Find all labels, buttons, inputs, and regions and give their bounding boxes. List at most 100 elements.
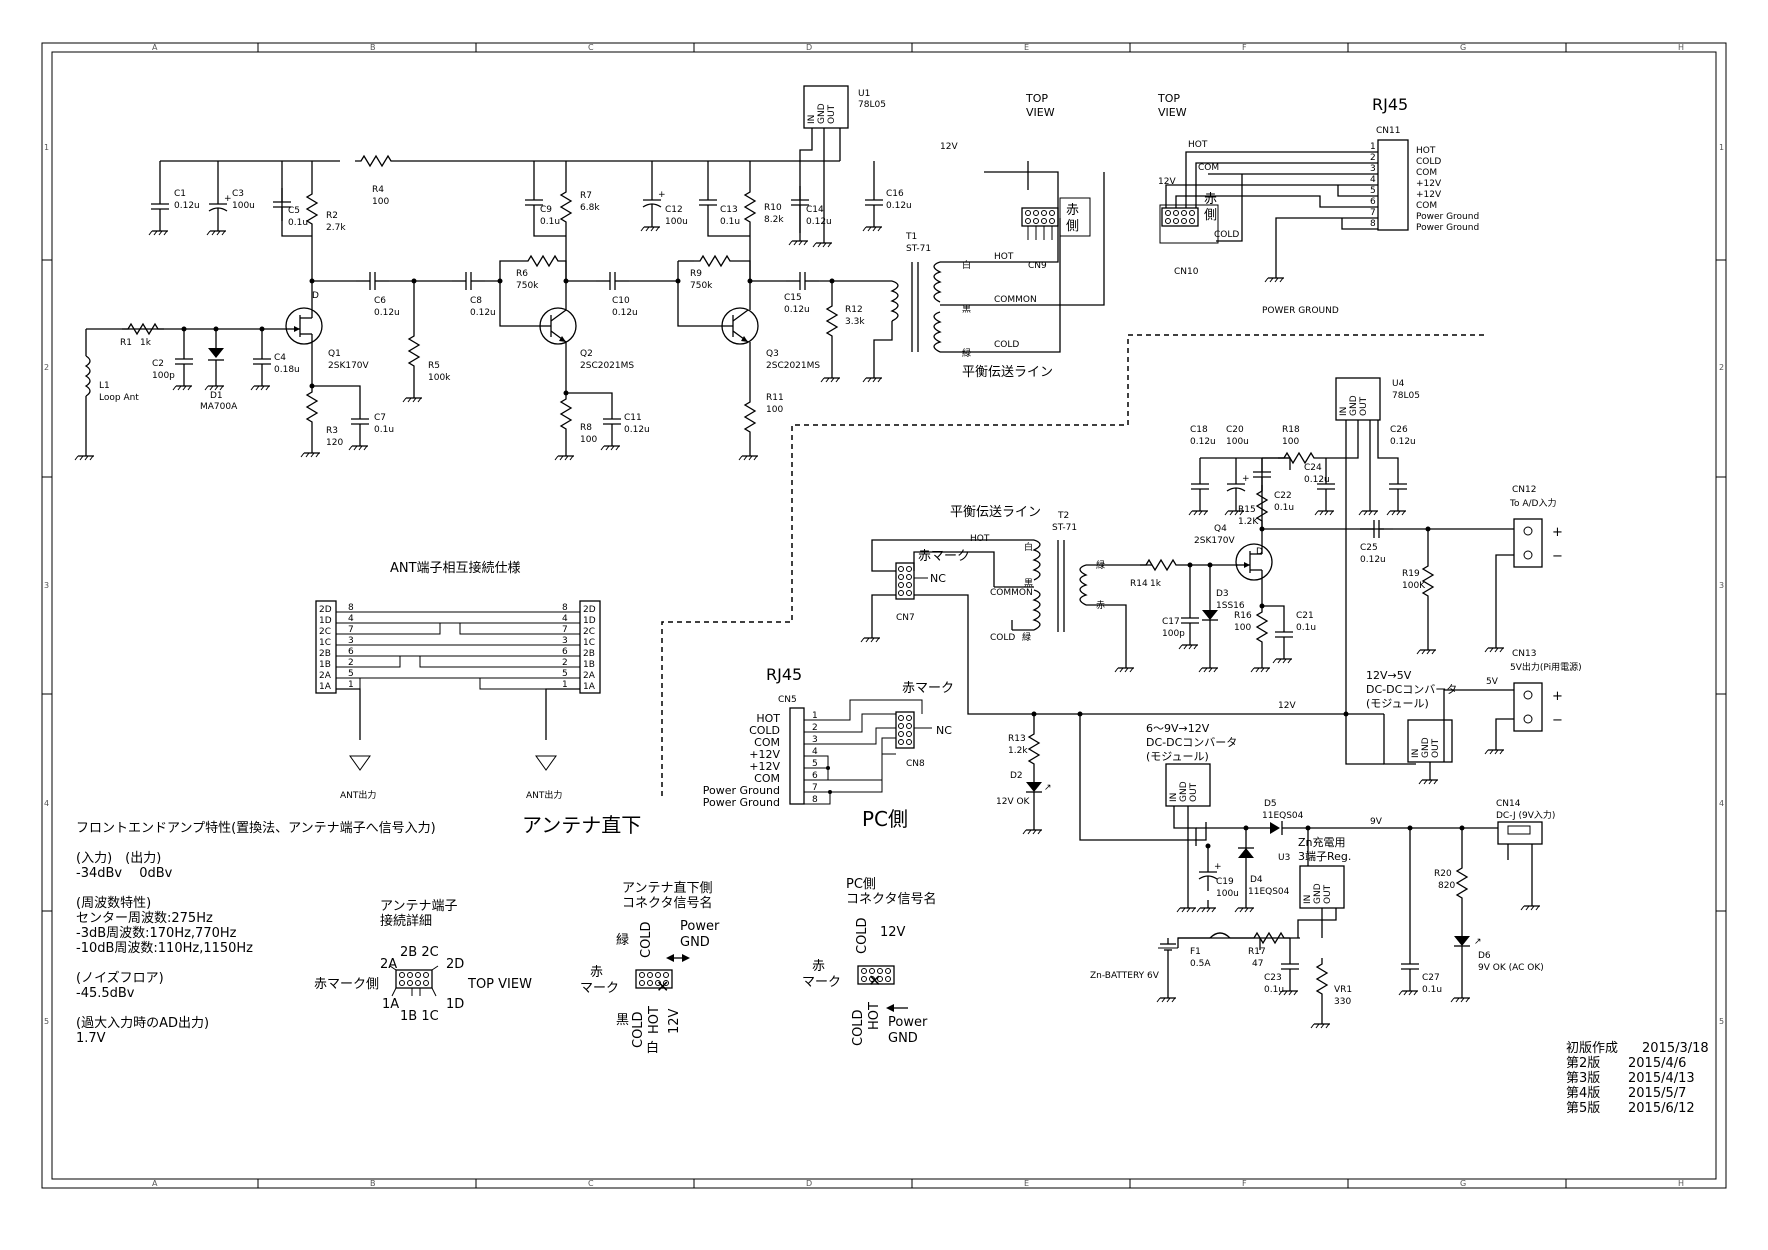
schematic-label: 7 xyxy=(562,625,568,635)
schematic-label: 100u xyxy=(1226,437,1249,447)
schematic-label: 4 xyxy=(812,747,818,757)
row-label: 2 xyxy=(44,363,49,372)
schematic-label: 100p xyxy=(1162,629,1185,639)
schematic-label: COM xyxy=(1416,168,1437,178)
schematic-label: HOT xyxy=(867,1002,882,1030)
schematic-label: U4 xyxy=(1392,379,1405,389)
schematic-label: 2015/4/13 xyxy=(1628,1071,1695,1086)
schematic-label: 1k xyxy=(1150,579,1162,589)
schematic-label: COLD xyxy=(855,917,870,954)
schematic-label: 1A xyxy=(319,682,332,692)
schematic-label: COLD xyxy=(631,1011,646,1048)
schematic-label: To A/D入力 xyxy=(1509,497,1556,509)
schematic-label: Power Ground xyxy=(703,796,780,809)
schematic-label: 3.3k xyxy=(845,317,865,327)
schematic-label: 1B 1C xyxy=(400,1009,439,1024)
schematic-label: 緑 xyxy=(962,347,971,359)
schematic-label: COM xyxy=(1198,163,1219,173)
schematic-label: 赤マーク xyxy=(902,681,954,696)
schematic-label: ST-71 xyxy=(1052,523,1077,533)
schematic-label: C22 xyxy=(1274,491,1292,501)
antenna-amplifier-circuit: 12V IN GND OUT U1 78L05 C1 0.12u C3 100u… xyxy=(74,85,1479,461)
schematic-label: 0.5A xyxy=(1190,959,1211,969)
amp-characteristics-notes: フロントエンドアンプ特性(置換法、アンテナ端子へ信号入力) (入力) (出力) … xyxy=(76,821,436,1046)
schematic-label: COMMON xyxy=(994,295,1037,305)
col-label: D xyxy=(806,1179,812,1188)
schematic-label: 1.2K xyxy=(1238,517,1259,527)
schematic-label: +12V xyxy=(1416,190,1442,200)
schematic-label: COLD xyxy=(994,340,1019,350)
schematic-label: 2A xyxy=(319,671,332,681)
schematic-label: 0.1u xyxy=(1296,623,1316,633)
schematic-label: (周波数特性) xyxy=(76,896,151,911)
schematic-label: HOT xyxy=(1188,140,1208,150)
schematic-label: 1B xyxy=(583,660,595,670)
schematic-label: 100u xyxy=(665,217,688,227)
schematic-label: + xyxy=(1552,525,1563,540)
schematic-label: VIEW xyxy=(1158,106,1187,119)
row-label: 2 xyxy=(1719,363,1724,372)
schematic-label: CN14 xyxy=(1496,799,1521,809)
col-label: G xyxy=(1460,1179,1466,1188)
revision-history: 初版作成 2015/3/18 第2版 2015/4/6 第3版 2015/4/1… xyxy=(1566,1041,1709,1116)
schematic-label: 1D xyxy=(446,997,464,1012)
schematic-label: R6 xyxy=(516,269,528,279)
schematic-label: 8 xyxy=(562,603,568,613)
schematic-label: 12V xyxy=(880,925,906,940)
schematic-label: 100K xyxy=(1402,581,1426,591)
schematic-label: -3dB周波数:170Hz,770Hz xyxy=(76,926,237,941)
schematic-label: − xyxy=(1552,713,1563,728)
schematic-label: 2 xyxy=(1370,153,1376,163)
schematic-label: VIEW xyxy=(1026,106,1055,119)
schematic-label: 赤 xyxy=(1096,600,1105,611)
schematic-label: 黒 xyxy=(1024,578,1033,589)
schematic-label: マーク xyxy=(802,975,841,990)
schematic-label: 5 xyxy=(812,759,818,769)
schematic-label: C13 xyxy=(720,205,738,215)
schematic-label: 2015/6/12 xyxy=(1628,1101,1695,1116)
schematic-label: COLD xyxy=(851,1009,866,1046)
schematic-label: 緑 xyxy=(1022,631,1031,643)
schematic-label: 11EQS04 xyxy=(1248,887,1290,897)
schematic-label: 1D xyxy=(319,616,332,626)
schematic-label: 11EQS04 xyxy=(1262,811,1304,821)
schematic-label: 緑 xyxy=(616,933,629,948)
schematic-label: 100u xyxy=(1216,889,1239,899)
schematic-label: 12V xyxy=(1158,177,1176,187)
schematic-label: C18 xyxy=(1190,425,1208,435)
schematic-label: 8.2k xyxy=(764,215,784,225)
schematic-label: C8 xyxy=(470,296,482,306)
row-label: 3 xyxy=(44,581,49,590)
schematic-label: 12V xyxy=(667,1008,682,1034)
schematic-label: 6 xyxy=(812,771,818,781)
schematic-label: (入力) (出力) xyxy=(76,851,161,866)
schematic-label: HOT xyxy=(1416,146,1436,156)
schematic-label: (モジュール) xyxy=(1146,750,1209,763)
schematic-label: C24 xyxy=(1304,463,1322,473)
schematic-label: -45.5dBv xyxy=(76,986,135,1001)
schematic-label: DC-DCコンバータ xyxy=(1366,683,1457,696)
col-label: C xyxy=(588,1179,594,1188)
schematic-label: TOP xyxy=(1157,92,1180,105)
q3-part: 2SC2021MS xyxy=(766,361,820,371)
schematic-label: (ノイズフロア) xyxy=(76,970,164,986)
col-label: F xyxy=(1242,1179,1247,1188)
schematic-label: 5 xyxy=(562,669,568,679)
schematic-label: DC-DCコンバータ xyxy=(1146,736,1237,749)
schematic-label: RJ45 xyxy=(766,665,802,684)
antenna-connector-signals: アンテナ直下側 コネクタ信号名 緑 COLD Power GND 赤 マーク ✕… xyxy=(580,881,720,1056)
schematic-label: − xyxy=(1552,549,1563,564)
schematic-label: R12 xyxy=(845,305,863,315)
schematic-label: 4 xyxy=(562,614,568,624)
schematic-label: C11 xyxy=(624,413,642,423)
schematic-label: 1D xyxy=(583,616,596,626)
schematic-label: 1k xyxy=(140,338,152,348)
schematic-label: 6.8k xyxy=(580,203,600,213)
rj45-title: RJ45 xyxy=(1372,95,1408,114)
col-label: C xyxy=(588,43,594,52)
schematic-label: POWER GROUND xyxy=(1262,306,1339,316)
schematic-label: 47 xyxy=(1252,959,1263,969)
row-label: 5 xyxy=(1719,1017,1724,1026)
schematic-label: 100 xyxy=(1234,623,1251,633)
schematic-label: (過大入力時のAD出力) xyxy=(76,1016,209,1031)
